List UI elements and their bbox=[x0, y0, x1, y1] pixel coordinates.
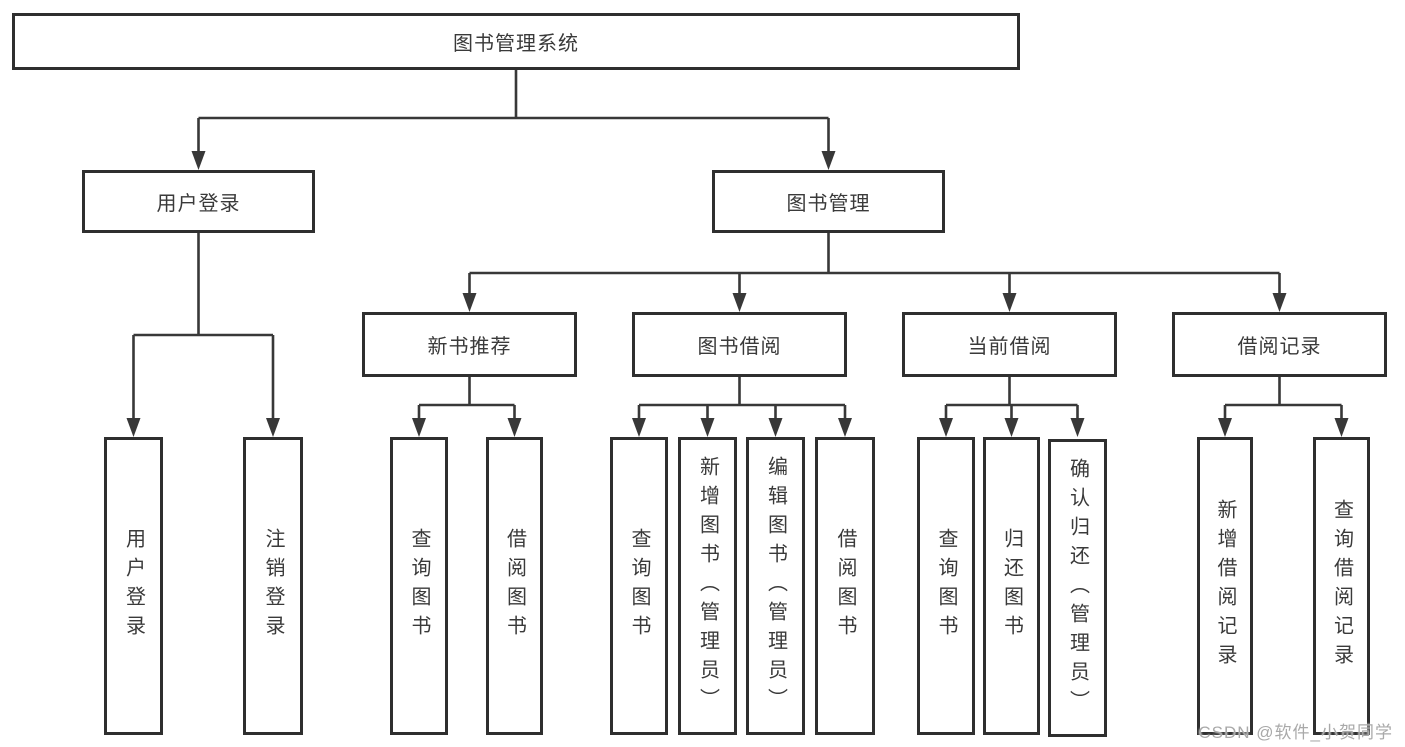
leaf-return-books: 归还图书 bbox=[983, 437, 1040, 735]
csdn-watermark: CSDN @软件_小贺同学 bbox=[1198, 723, 1393, 742]
node-label: 借阅记录 bbox=[1237, 336, 1322, 358]
arrowhead-icons bbox=[126, 151, 1349, 437]
node-label: 当前借阅 bbox=[967, 336, 1052, 358]
node-label: 用户登录 bbox=[122, 528, 145, 644]
node-label: 新增借阅记录 bbox=[1214, 499, 1236, 673]
node-new-book-recommend: 新书推荐 bbox=[362, 312, 577, 377]
node-label: 图书借阅 bbox=[697, 336, 782, 358]
node-label: 图书管理系统 bbox=[453, 33, 579, 55]
node-label: 编辑图书（管理员） bbox=[764, 455, 787, 717]
node-book-borrowing: 图书借阅 bbox=[632, 312, 847, 377]
leaf-query-books: 查询图书 bbox=[610, 437, 668, 735]
node-label: 借阅图书 bbox=[503, 528, 526, 644]
leaf-confirm-return-admin: 确认归还（管理员） bbox=[1048, 439, 1107, 737]
node-label: 查询图书 bbox=[935, 528, 957, 644]
leaf-add-borrow-record: 新增借阅记录 bbox=[1197, 437, 1253, 735]
node-label: 用户登录 bbox=[156, 193, 241, 215]
node-current-borrowing: 当前借阅 bbox=[902, 312, 1117, 377]
leaf-query-borrow-record: 查询借阅记录 bbox=[1313, 437, 1370, 735]
node-library-management-system: 图书管理系统 bbox=[12, 13, 1020, 70]
leaf-logout: 注销登录 bbox=[243, 437, 303, 735]
leaf-borrow-books: 借阅图书 bbox=[815, 437, 875, 735]
node-book-management: 图书管理 bbox=[712, 170, 945, 233]
node-borrowing-records: 借阅记录 bbox=[1172, 312, 1387, 377]
node-label: 新书推荐 bbox=[427, 336, 512, 358]
node-label: 确认归还（管理员） bbox=[1066, 457, 1089, 719]
node-label: 新增图书（管理员） bbox=[696, 455, 719, 717]
leaf-borrow-books: 借阅图书 bbox=[486, 437, 543, 735]
leaf-edit-book-admin: 编辑图书（管理员） bbox=[746, 437, 805, 735]
node-user-login: 用户登录 bbox=[82, 170, 315, 233]
leaf-user-login: 用户登录 bbox=[104, 437, 163, 735]
node-label: 图书管理 bbox=[786, 193, 871, 215]
node-label: 查询图书 bbox=[408, 528, 430, 644]
node-label: 注销登录 bbox=[262, 528, 284, 644]
node-label: 归还图书 bbox=[1000, 528, 1023, 644]
node-label: 查询图书 bbox=[628, 528, 650, 644]
leaf-query-books: 查询图书 bbox=[917, 437, 975, 735]
node-label: 查询借阅记录 bbox=[1330, 499, 1353, 673]
leaf-add-book-admin: 新增图书（管理员） bbox=[678, 437, 737, 735]
leaf-query-books: 查询图书 bbox=[390, 437, 448, 735]
node-label: 借阅图书 bbox=[834, 528, 856, 644]
